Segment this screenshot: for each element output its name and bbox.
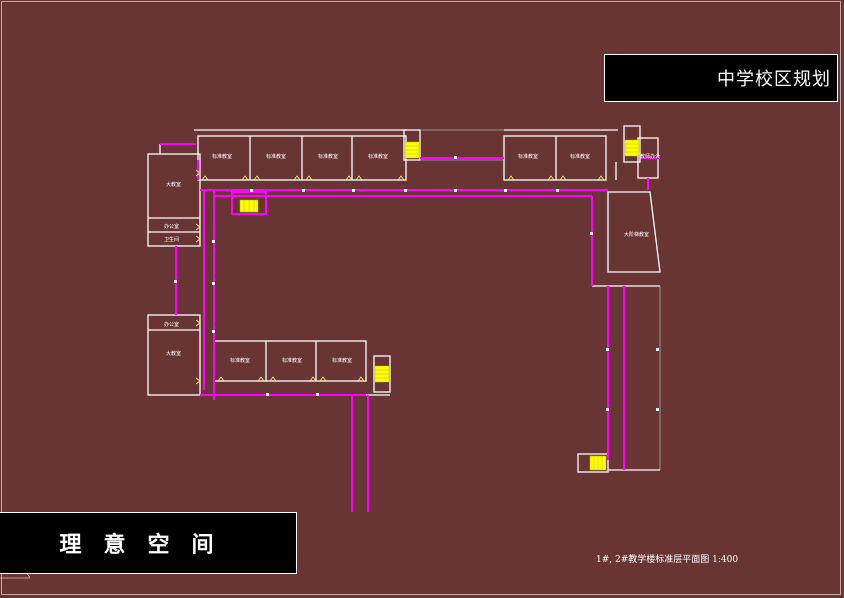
company-box: 理意空间 bbox=[0, 512, 297, 574]
project-title: 中学校区规划 bbox=[717, 69, 831, 90]
room-label-south-1: 标准教室 bbox=[230, 357, 250, 364]
stair-north-1 bbox=[404, 141, 420, 159]
stair-north-2 bbox=[624, 139, 640, 157]
stairs bbox=[239, 139, 640, 471]
room-label-west-lower-2: 大教室 bbox=[166, 350, 181, 357]
doors bbox=[195, 169, 605, 385]
room-label-west-upper-3: 卫生间 bbox=[164, 236, 179, 243]
room-label-south-3: 标准教室 bbox=[332, 357, 352, 364]
drawing-caption: 1#, 2#教学楼标准层平面图 1:400 bbox=[596, 555, 739, 565]
title-box: 中学校区规划 bbox=[604, 54, 838, 102]
stair-south bbox=[374, 365, 390, 383]
walls bbox=[147, 125, 661, 473]
room-label-north-5: 标准教室 bbox=[518, 153, 538, 160]
room-label-west-upper-2: 办公室 bbox=[164, 223, 179, 230]
room-label-north-2: 标准教室 bbox=[266, 153, 286, 160]
stair-west bbox=[239, 199, 259, 213]
company-name: 理意空间 bbox=[59, 533, 236, 558]
room-label-east-1: 教师办公 bbox=[640, 153, 660, 160]
room-label-east-2: 大阶梯教室 bbox=[624, 231, 649, 238]
room-labels: 标准教室 标准教室 标准教室 标准教室 标准教室 标准教室 标准教室 标准教室 … bbox=[164, 153, 660, 364]
stair-east bbox=[589, 455, 607, 471]
corridor-lines bbox=[160, 143, 660, 512]
room-label-west-upper-1: 大教室 bbox=[166, 181, 181, 188]
column-markers bbox=[174, 156, 659, 411]
room-label-north-3: 标准教室 bbox=[318, 153, 338, 160]
room-label-south-2: 标准教室 bbox=[282, 357, 302, 364]
room-label-north-4: 标准教室 bbox=[368, 153, 388, 160]
room-label-north-6: 标准教室 bbox=[570, 153, 590, 160]
room-label-north-1: 标准教室 bbox=[212, 153, 232, 160]
room-label-west-lower-1: 办公室 bbox=[164, 321, 179, 328]
